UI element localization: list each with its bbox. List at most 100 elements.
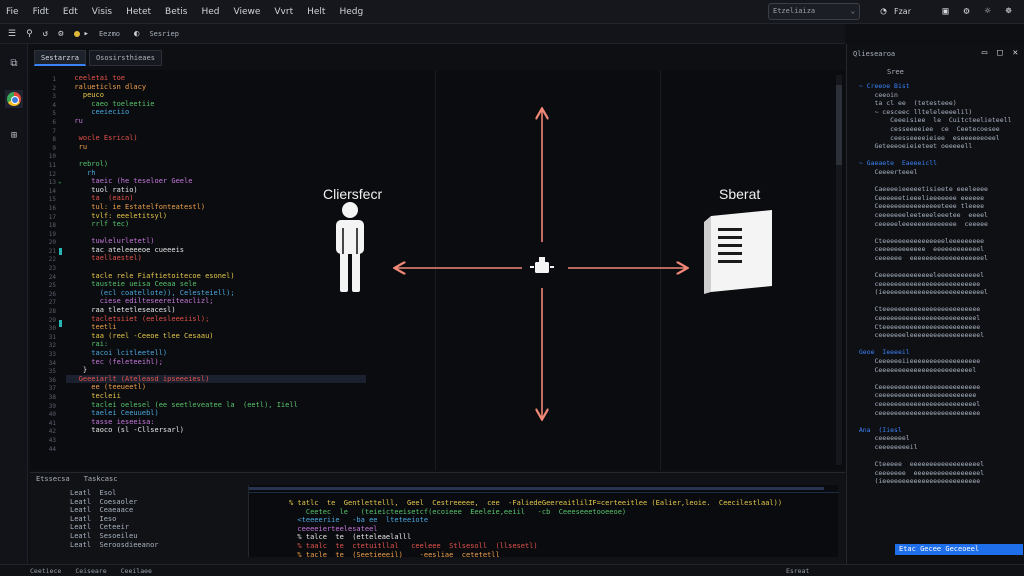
tree-item[interactable] xyxy=(851,452,1023,461)
notifications-icon[interactable]: ☼ xyxy=(984,6,991,17)
list-item[interactable]: Leatl Ceaeaace xyxy=(70,506,134,515)
tree-item[interactable]: ceeeeeeeleeteeeleeetee eeeel xyxy=(851,210,988,219)
search-input[interactable]: Etzeliaiza ⌄ xyxy=(768,3,860,20)
code-line[interactable]: peuco xyxy=(66,91,104,100)
tree-item[interactable]: Ceeeisiee le Cuitcteelieteell xyxy=(851,116,1012,125)
outline-tab[interactable]: Sree xyxy=(887,68,904,76)
tree-item[interactable]: Ceeeeeeeeeeeeeeeeteee tleeee xyxy=(851,202,985,211)
menu-item[interactable]: Fie xyxy=(6,6,19,17)
menu-item[interactable]: Viewe xyxy=(233,6,261,17)
selected-outline-item[interactable]: Etac Gecee Geceoeel xyxy=(895,544,1023,555)
tree-item[interactable]: Cteeeeeeeeeeeeeeeeleeeeeeeee xyxy=(851,236,985,245)
code-line[interactable]: tacletsiiet (eelesleeeiisl); xyxy=(66,314,210,323)
status-item-2[interactable]: Ceiseare xyxy=(75,566,107,575)
tree-item[interactable] xyxy=(851,262,1023,271)
menu-icon[interactable]: ☰ xyxy=(8,28,17,39)
account-icon[interactable]: ☸ xyxy=(1005,6,1012,17)
tree-item[interactable]: ~ Gaeaete Eaeeeicll xyxy=(851,159,938,168)
code-line[interactable]: wocle Esrical) xyxy=(66,134,138,143)
tree-item[interactable]: Ana (Iiesl xyxy=(851,425,902,434)
tree-item[interactable]: ceeoin xyxy=(851,90,898,99)
tree-item[interactable] xyxy=(851,297,1023,306)
tree-item[interactable]: ceeeeee eeeeeeeeeeeeeeeeeeel xyxy=(851,253,988,262)
status-item-1[interactable]: Ceetiece xyxy=(30,566,62,575)
tree-item[interactable]: ceeeeeeeeeeeeeeeeeeeeeeeeee xyxy=(851,279,981,288)
code-line[interactable]: rh xyxy=(66,168,96,177)
menu-item[interactable]: Hed xyxy=(201,6,220,17)
tree-item[interactable]: Geoe Ieeeeil xyxy=(851,348,910,357)
square-icon[interactable] xyxy=(917,4,932,19)
scrollbar-thumb[interactable] xyxy=(836,85,842,165)
tree-item[interactable]: ~ Creeoe Bist xyxy=(851,82,910,90)
debug-icon[interactable]: ◐ xyxy=(134,28,140,39)
list-item[interactable]: Leatl Ceteeir xyxy=(70,523,130,532)
settings-icon[interactable]: ⚙ xyxy=(963,6,970,17)
tree-item[interactable]: Ceeeeeeeeeeeeeeeeeeeeeeeeee xyxy=(851,382,981,391)
code-line[interactable]: tuol ratio) xyxy=(66,185,138,194)
code-line[interactable]: taclei oelesel (ee seetleveatee la (eetl… xyxy=(66,400,298,409)
tree-item[interactable]: Ceeeeeeeeeeeeeeleeeeeeeeeeel xyxy=(851,271,985,280)
chevron-down-icon[interactable]: ⌄ xyxy=(850,7,855,15)
status-item-3[interactable]: Ceeilaee xyxy=(120,566,152,575)
tree-item[interactable] xyxy=(851,417,1023,426)
menu-item[interactable]: Vvrt xyxy=(274,6,294,17)
code-line[interactable]: taelei Ceeuuebl) xyxy=(66,409,159,418)
toolbar-label-2[interactable]: Sesriep xyxy=(149,29,179,38)
tree-item[interactable]: ta cl ee (tetesteee) xyxy=(851,99,957,108)
code-line[interactable]: ee (teeueetl) xyxy=(66,383,147,392)
code-line[interactable]: tacoi lcitleetell) xyxy=(66,349,168,357)
tree-item[interactable]: Ceeeeeeiieeeeeeeeeeeeeeeeee xyxy=(851,357,981,365)
menu-item[interactable]: Visis xyxy=(91,6,113,17)
code-line[interactable]: taeic (he teseloer Geele xyxy=(66,177,193,186)
code-line[interactable]: rai: xyxy=(66,340,109,349)
tab-editor-2[interactable]: Ososirsthieaes xyxy=(88,50,162,66)
tree-item[interactable]: Ceeeeeetieeelieeeeeee eeeeee xyxy=(851,193,985,202)
tree-item[interactable]: ceesseeeeieiee eseeeeeeoeel xyxy=(851,133,1000,142)
code-line[interactable]: tac ateleeeeoe cueeeis xyxy=(66,245,185,254)
code-line[interactable]: tecleii xyxy=(66,391,121,400)
code-line[interactable]: rebrol) xyxy=(66,159,109,168)
source-control-icon[interactable]: ⊞ xyxy=(10,129,18,141)
tree-item[interactable]: ceeeeeeeeeeeeeeeeeeeeeeeeel xyxy=(851,314,981,323)
list-item[interactable]: Leatl Ieso xyxy=(70,514,117,523)
branch-icon[interactable]: ⚲ xyxy=(26,28,33,39)
close-icon[interactable]: ✕ xyxy=(1012,48,1018,58)
code-line[interactable]: tasse ieseeisa: xyxy=(66,417,155,426)
scrollbar-thumb[interactable] xyxy=(249,487,824,490)
menu-item[interactable]: Hedg xyxy=(339,6,364,17)
tree-item[interactable]: ceeeeeeeeeeeeeeeeeeeeeeeee xyxy=(851,391,977,400)
code-line[interactable]: taellaestel) xyxy=(66,254,142,263)
run-icon[interactable]: ▸ xyxy=(83,28,89,39)
tree-item[interactable] xyxy=(851,177,1023,186)
tree-item[interactable]: Cteeeee eeeeeeeeeeeeeeeeeel xyxy=(851,460,985,469)
code-line[interactable]: ralueticlsn dlacy xyxy=(66,82,147,91)
tree-item[interactable] xyxy=(851,228,1023,237)
code-line[interactable]: ciese edilteseereiteaclizl; xyxy=(66,297,214,306)
code-line[interactable]: rrlf tec) xyxy=(66,220,130,229)
maximize-icon[interactable]: □ xyxy=(997,48,1003,58)
code-line[interactable]: tuwlelurletetl) xyxy=(66,237,155,246)
tree-item[interactable]: Ceeeerteeel xyxy=(851,167,918,176)
tree-item[interactable]: Cteeeeeeeeeeeeeeeeeeeeeeeee xyxy=(851,322,981,331)
tree-item[interactable]: ceeeeeeeleeeeeeeeeeeeeeeeeel xyxy=(851,331,985,340)
extension-icon[interactable]: ⚙ xyxy=(58,28,64,39)
code-line[interactable]: (ecl coatellote)), Celesteiell); xyxy=(66,288,235,297)
code-line[interactable]: tvlf: eeeletitsyl) xyxy=(66,211,168,220)
tree-item[interactable]: Caeeeeieeeeetisieete eeeleeee xyxy=(851,185,988,194)
list-item[interactable]: Leatl Sesoeileu xyxy=(70,531,138,540)
editor-scrollbar[interactable] xyxy=(836,75,842,465)
code-line[interactable]: tul: ie Estatelfonteatestl) xyxy=(66,202,206,211)
code-line[interactable]: ru xyxy=(66,116,83,125)
menu-item[interactable]: Hetet xyxy=(126,6,152,17)
tab-panel-1[interactable]: Etssecsa xyxy=(36,475,70,483)
code-line[interactable]: ru xyxy=(66,142,88,151)
tree-item[interactable]: ceeeeeeeeil xyxy=(851,442,918,451)
tree-item[interactable]: ceeeeeleeeeeeeeeeeeee ceeeee xyxy=(851,219,988,228)
code-lines[interactable]: ceeletai toe ralueticlsn dlacy peuco cae… xyxy=(66,74,406,452)
tree-item[interactable] xyxy=(851,374,1023,383)
menu-item[interactable]: Helt xyxy=(307,6,326,17)
output-scrollbar[interactable] xyxy=(249,485,839,493)
tree-item[interactable]: Cteeeeeeeeeeeeeeeeeeeeeeeee xyxy=(851,305,981,314)
code-line[interactable]: } xyxy=(66,366,88,375)
